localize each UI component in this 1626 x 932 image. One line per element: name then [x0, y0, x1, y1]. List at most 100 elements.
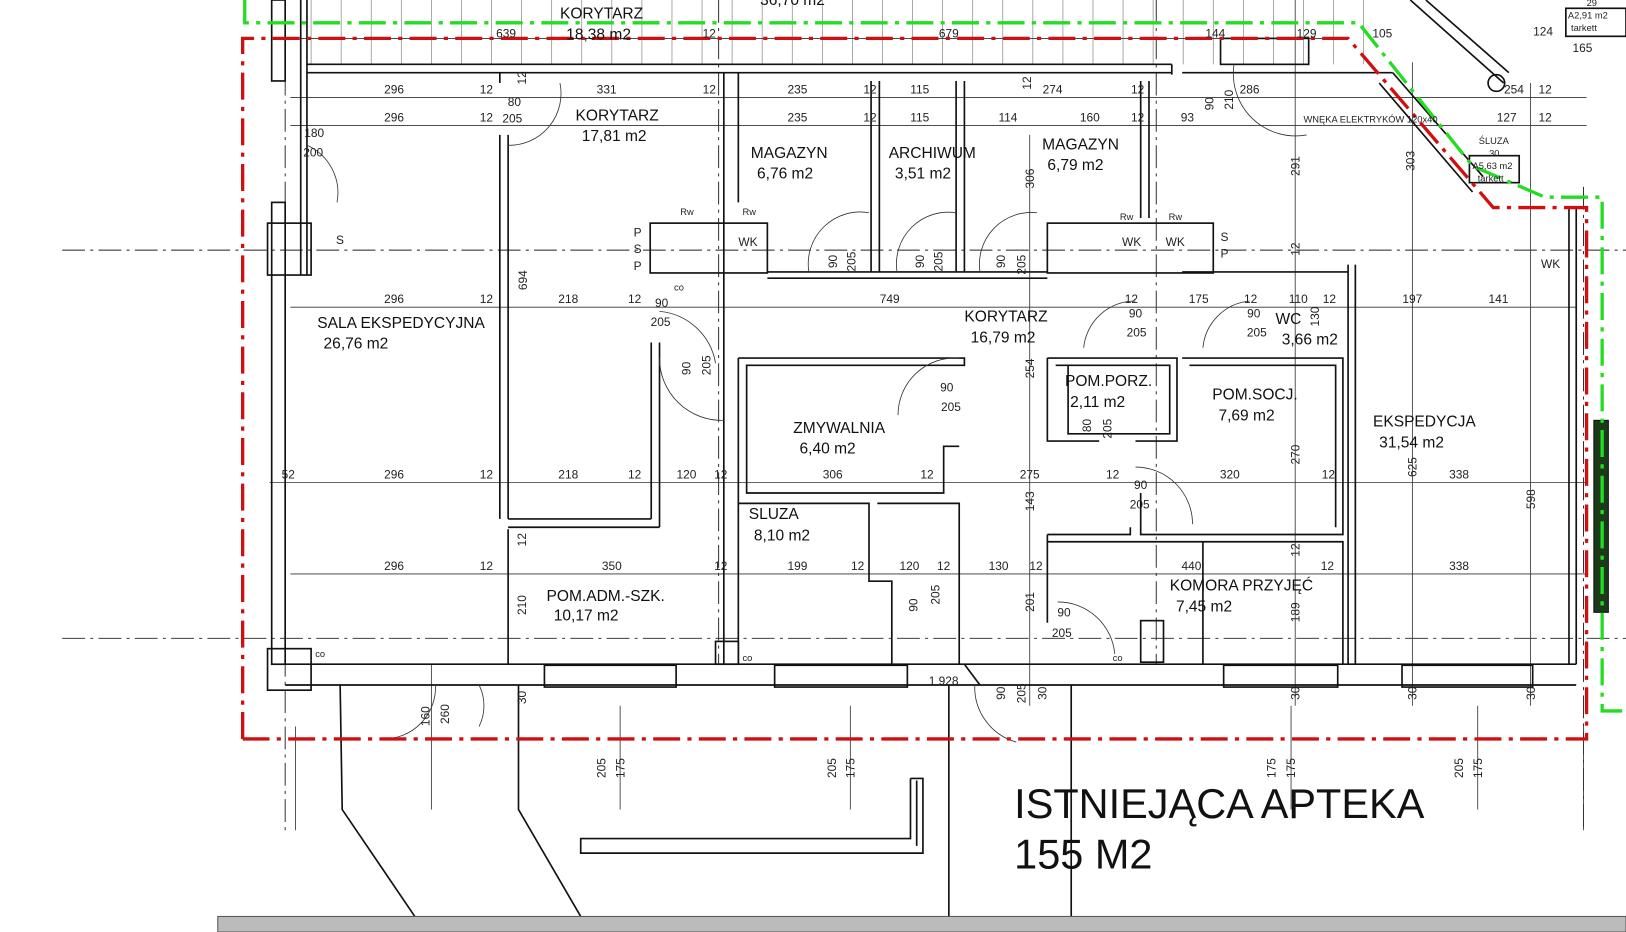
niche-label: WNĘKA ELEKTRYKÓW 120x40	[1303, 114, 1437, 124]
dimension-label: 12	[1322, 467, 1336, 481]
room29-floor: tarkett	[1571, 23, 1597, 33]
room-area: 2,11 m2	[1070, 394, 1125, 411]
dimension-label: 12	[480, 82, 494, 96]
dimension-label: 12	[851, 559, 865, 573]
dimension-label: 120	[677, 467, 697, 481]
dimension-label: 160	[418, 706, 432, 726]
dimension-label: 210	[1222, 89, 1236, 109]
wk-label: WK	[1122, 235, 1141, 249]
dimension-label: 114	[998, 110, 1017, 124]
sluza-number: 30	[1489, 149, 1499, 159]
dimension-label: 143	[1023, 491, 1037, 511]
dimension-label: 30	[515, 690, 529, 704]
dimension-label: 296	[384, 292, 404, 306]
room-labels: KORYTARZ 18,38 m2 36,70 m2 KORYTARZ 17,8…	[317, 0, 1476, 625]
dimension-label: 12	[920, 467, 934, 481]
dimension-label: 12	[1131, 82, 1145, 96]
dimension-label: 12	[628, 467, 642, 481]
dimension-label: 12	[515, 71, 529, 85]
dimension-label: 90	[680, 361, 694, 375]
dimension-label: 180	[304, 126, 324, 140]
dimension-label: 12	[1538, 110, 1552, 124]
dimension-label: 205	[1127, 325, 1147, 339]
co-label: co	[674, 283, 684, 293]
room-name: ZMYWALNIA	[793, 420, 885, 437]
dimension-label: 90	[1057, 605, 1071, 619]
dimension-label: 350	[602, 559, 622, 573]
dimension-label: 205	[699, 355, 713, 375]
green-boundary-line	[243, 0, 1626, 713]
dimension-label: 260	[438, 704, 452, 724]
top-corridor-tiles	[310, 0, 1365, 65]
room-name: KORYTARZ	[964, 309, 1048, 326]
sluza-name: ŚLUZA	[1479, 135, 1510, 146]
co-label: co	[742, 653, 752, 663]
dimension-label: 320	[1220, 467, 1240, 481]
room-name: POM.ADM.-SZK.	[546, 588, 664, 605]
dimension-label: 52	[282, 467, 296, 481]
dimension-label: 30	[1406, 686, 1420, 700]
wk-label: WK	[738, 235, 757, 249]
dimension-label: 275	[1020, 467, 1040, 481]
dimension-label: 286	[1240, 82, 1260, 96]
dimension-label: 200	[303, 146, 323, 160]
room-area: 6,76 m2	[757, 166, 813, 183]
room-name: SALA EKSPEDYCYJNA	[317, 315, 485, 332]
wk-label: WK	[1541, 257, 1560, 271]
dimension-label: 598	[1524, 489, 1538, 509]
co-label: co	[315, 649, 325, 659]
dimension-label: 274	[1043, 82, 1063, 96]
dimension-label: 331	[597, 82, 617, 96]
dimension-label: 160	[1080, 110, 1100, 124]
dimension-label: 120	[899, 559, 919, 573]
dimension-label: 12	[1029, 559, 1043, 573]
dimension-label: 12	[863, 110, 877, 124]
dimension-label: 205	[1452, 758, 1466, 778]
wk-label: WK	[1166, 235, 1185, 249]
dimension-label: 90	[913, 255, 927, 269]
dimension-label: 205	[1101, 418, 1115, 438]
dimension-label: 12	[1288, 543, 1302, 557]
dimension-label: 205	[595, 758, 609, 778]
dimension-label: 694	[516, 270, 530, 290]
room-area: 3,51 m2	[895, 166, 951, 183]
sluza-area: A5,63 m2	[1473, 161, 1513, 171]
dimension-label: 175	[1284, 758, 1298, 778]
rw-label: Rw	[1169, 212, 1183, 222]
dimension-label: 254	[1023, 358, 1037, 378]
dimension-label: 12	[1106, 467, 1120, 481]
rw-label: Rw	[680, 207, 694, 217]
room-area: 7,45 m2	[1176, 598, 1232, 615]
sluza-floor: tarkett	[1478, 174, 1504, 184]
dimension-label: 306	[1023, 168, 1037, 188]
dimension-label: 189	[1288, 602, 1302, 622]
riser-label: P	[634, 226, 642, 240]
dimension-label: 90	[994, 686, 1008, 700]
annotations: WNĘKA ELEKTRYKÓW 120x40 ŚLUZA 30 A5,63 m…	[315, 0, 1608, 663]
dimension-label: 12	[1125, 292, 1139, 306]
dimension-label: 12	[1020, 76, 1034, 90]
dimension-label: 254	[1504, 82, 1524, 96]
dimension-label: 115	[910, 110, 929, 124]
dimension-label: 201	[1023, 592, 1037, 612]
dimension-label: 291	[1288, 156, 1302, 176]
room-area: 17,81 m2	[582, 128, 647, 145]
dimension-label: 124	[1533, 24, 1553, 38]
riser-label: P	[1221, 246, 1229, 260]
room-name: POM.PORZ.	[1065, 373, 1152, 390]
dimension-label: 338	[1449, 467, 1469, 481]
dimension-label: 218	[558, 292, 578, 306]
dimension-label: 12	[480, 467, 494, 481]
dimension-label: 93	[1181, 110, 1195, 124]
dimension-label: 90	[655, 296, 669, 310]
dimension-label: 30	[1288, 686, 1302, 700]
dimension-label: 175	[1265, 758, 1279, 778]
room-name: MAGAZYN	[1042, 136, 1119, 153]
dimension-label: 90	[994, 255, 1008, 269]
dimension-label: 80	[1080, 419, 1094, 433]
dimension-label: 12	[1288, 242, 1302, 256]
dimension-label: 175	[843, 758, 857, 778]
rw-label: Rw	[742, 207, 756, 217]
room-area: 7,69 m2	[1218, 407, 1274, 424]
